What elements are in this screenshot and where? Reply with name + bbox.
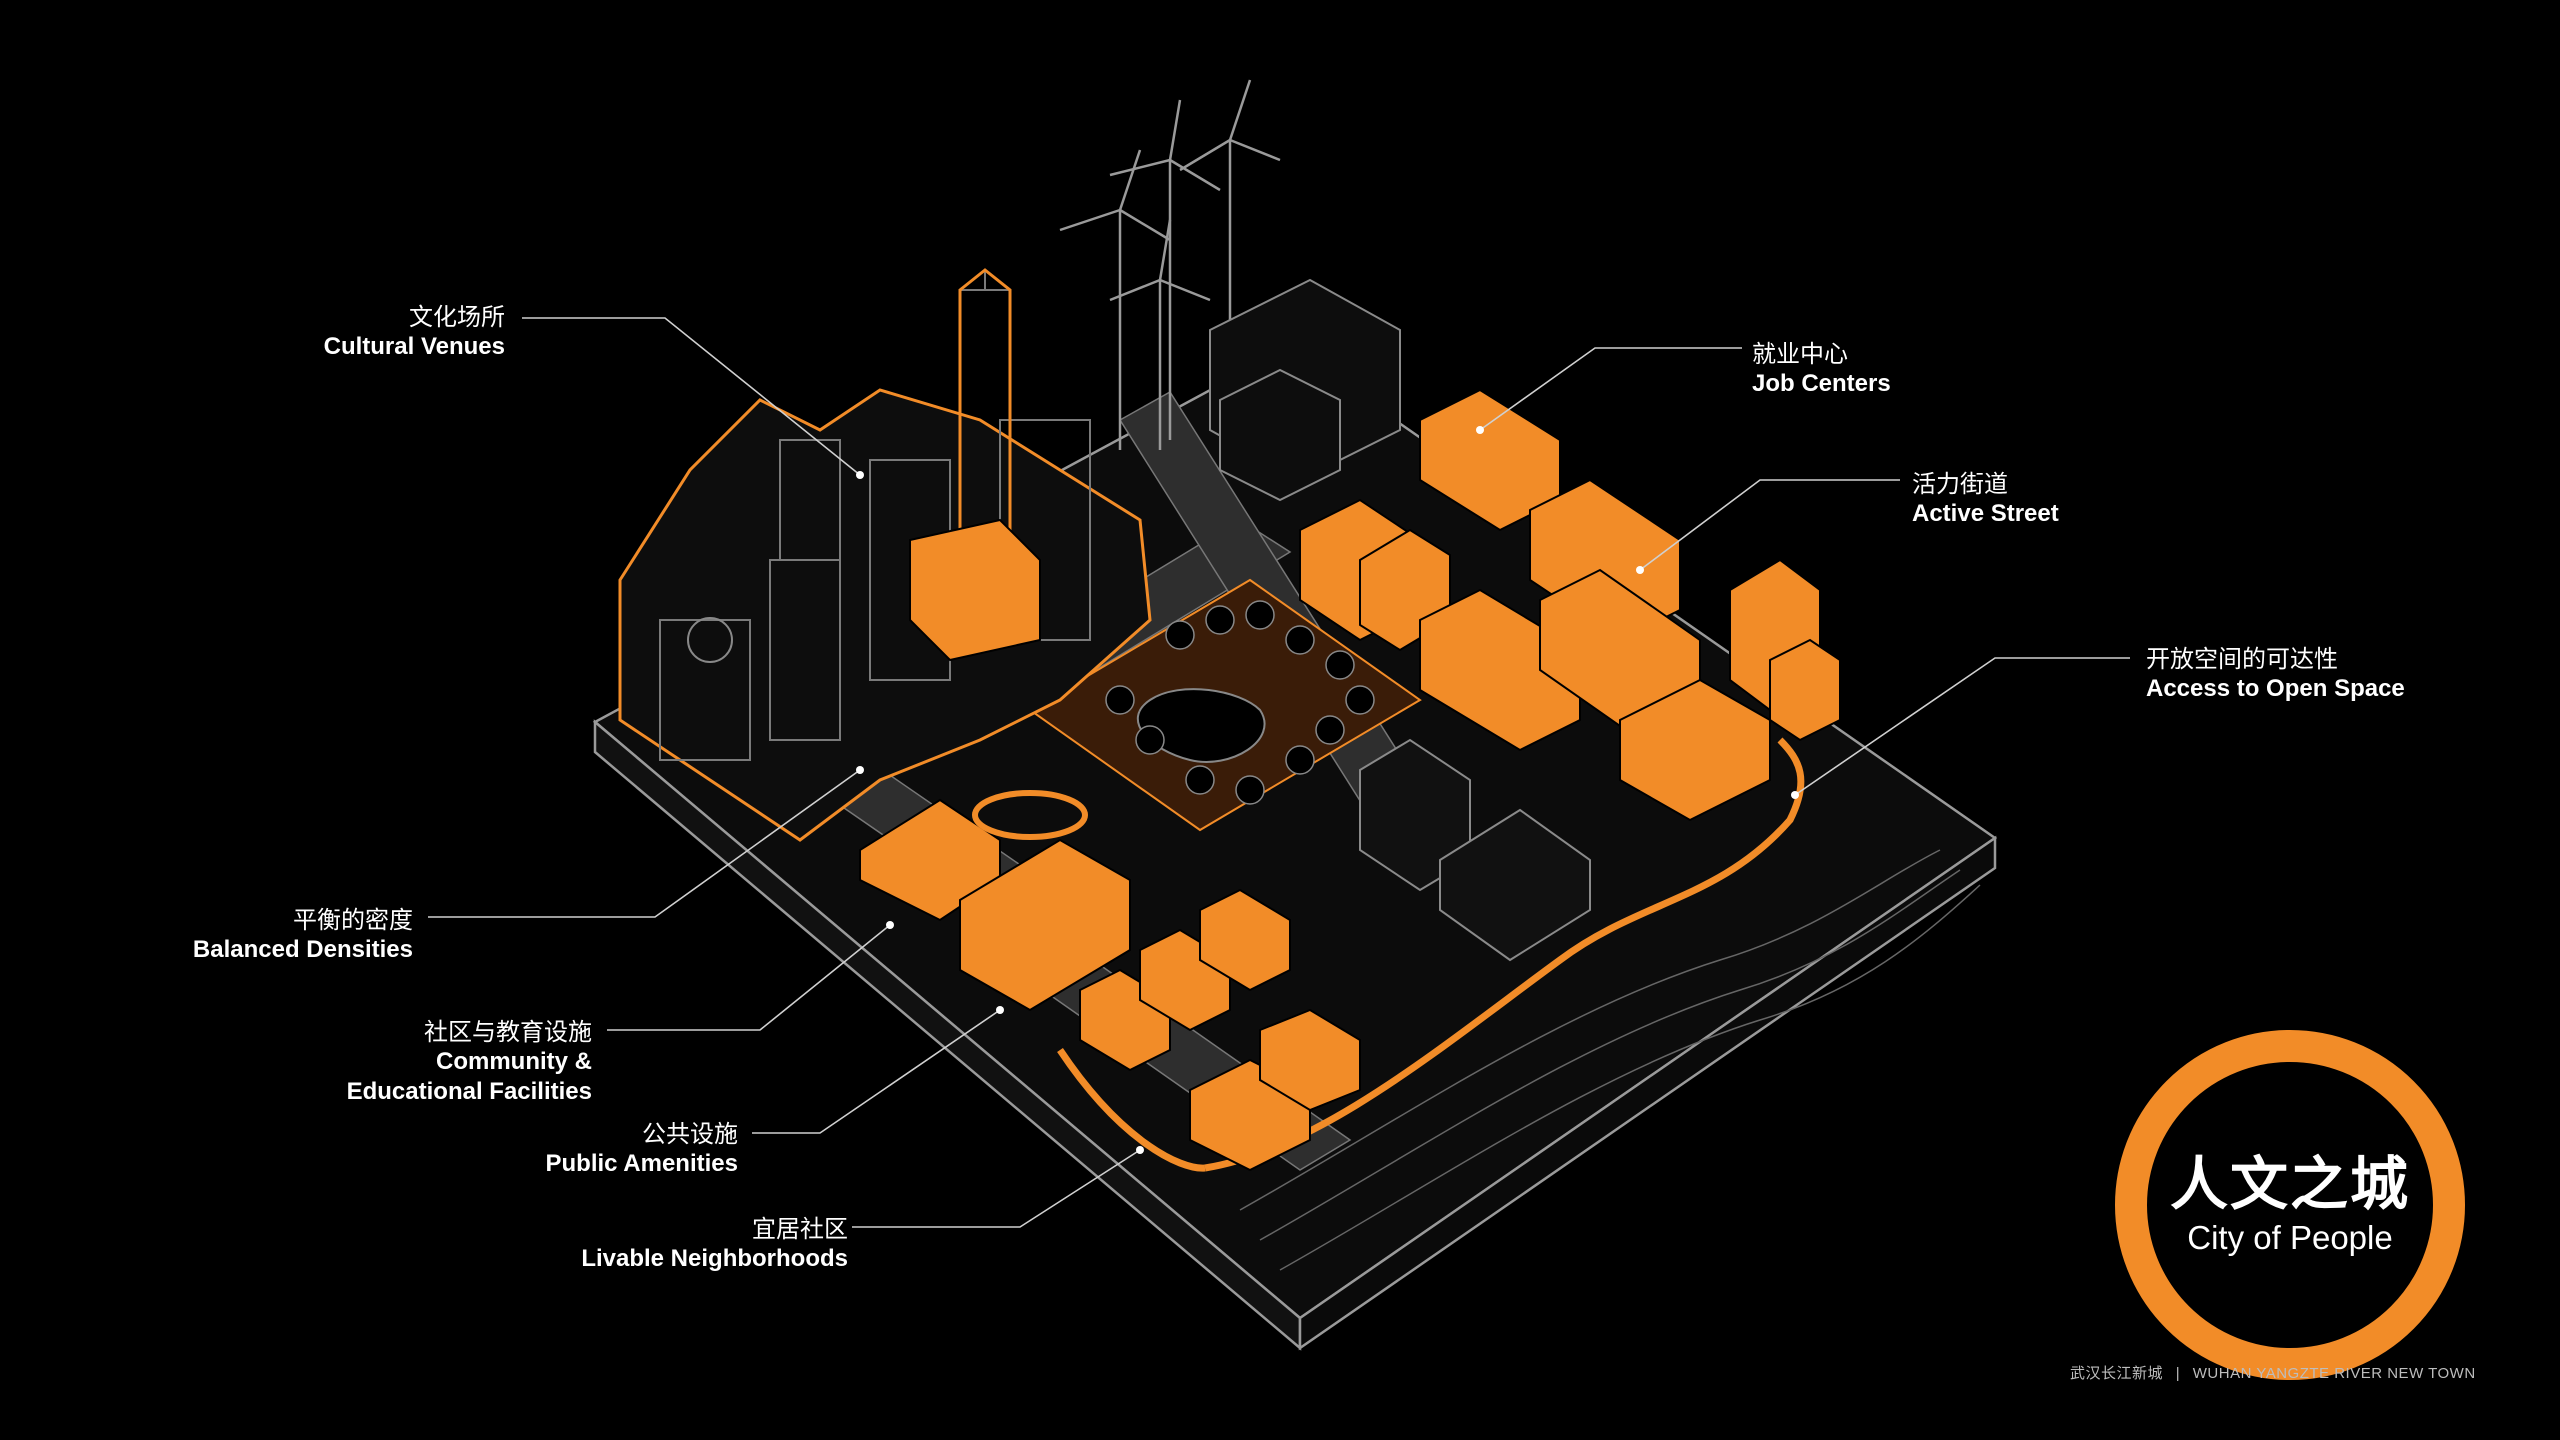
label-en: Livable Neighborhoods	[581, 1245, 848, 1273]
label-zh: 文化场所	[409, 304, 505, 331]
label-zh: 平衡的密度	[293, 907, 413, 934]
central-park	[1028, 578, 1422, 832]
label-en-line1: Community &	[436, 1048, 592, 1076]
label-zh: 就业中心	[1752, 341, 1848, 368]
label-balanced-densities: 平衡的密度 Balanced Densities	[193, 906, 413, 965]
waterfront-contours	[1239, 849, 1981, 1271]
label-livable-neighborhoods: 宜居社区 Livable Neighborhoods	[581, 1215, 848, 1274]
footer-caption: 武汉长江新城 | WUHAN YANGZTE RIVER NEW TOWN	[2070, 1362, 2476, 1383]
running-track	[972, 790, 1088, 840]
label-en: Cultural Venues	[323, 333, 505, 361]
label-zh: 公共设施	[642, 1121, 738, 1148]
label-en: Public Amenities	[545, 1150, 739, 1178]
industrial-block	[1209, 278, 1401, 502]
label-en: Active Street	[1912, 500, 2059, 528]
leader-dots	[856, 426, 1799, 1154]
label-en: Access to Open Space	[2146, 675, 2405, 703]
residential-blocks	[1079, 888, 1361, 1172]
label-zh: 活力街道	[1912, 471, 2008, 498]
badge-title-en: City of People	[2187, 1218, 2393, 1256]
label-active-street: 活力街道 Active Street	[1912, 470, 2059, 529]
footer-en: WUHAN YANGZTE RIVER NEW TOWN	[2192, 1365, 2476, 1382]
label-en: Job Centers	[1752, 370, 1891, 398]
label-zh: 开放空间的可达性	[2146, 646, 2338, 673]
label-job-centers: 就业中心 Job Centers	[1752, 340, 1891, 399]
label-en-line2: Educational Facilities	[346, 1077, 592, 1105]
label-public-amenities: 公共设施 Public Amenities	[546, 1120, 739, 1179]
job-center-buildings	[1299, 388, 1841, 822]
label-en: Balanced Densities	[192, 936, 413, 964]
city-of-people-badge: 人文之城 City of People	[2115, 1030, 2465, 1380]
community-facilities	[859, 798, 1131, 1012]
label-zh: 社区与教育设施	[424, 1019, 592, 1046]
footer-zh: 武汉长江新城	[2070, 1365, 2164, 1382]
badge-title-zh: 人文之城	[2169, 1152, 2410, 1218]
factory-block	[1359, 738, 1591, 962]
greenway-path	[1057, 737, 1805, 1172]
label-community-facilities: 社区与教育设施 Community & Educational Faciliti…	[347, 1018, 592, 1106]
leader-lines	[428, 317, 2130, 1228]
label-zh: 宜居社区	[752, 1216, 848, 1243]
label-open-space: 开放空间的可达性 Access to Open Space	[2146, 645, 2405, 704]
footer-divider: |	[2175, 1365, 2181, 1382]
label-cultural-venues: 文化场所 Cultural Venues	[324, 303, 505, 362]
